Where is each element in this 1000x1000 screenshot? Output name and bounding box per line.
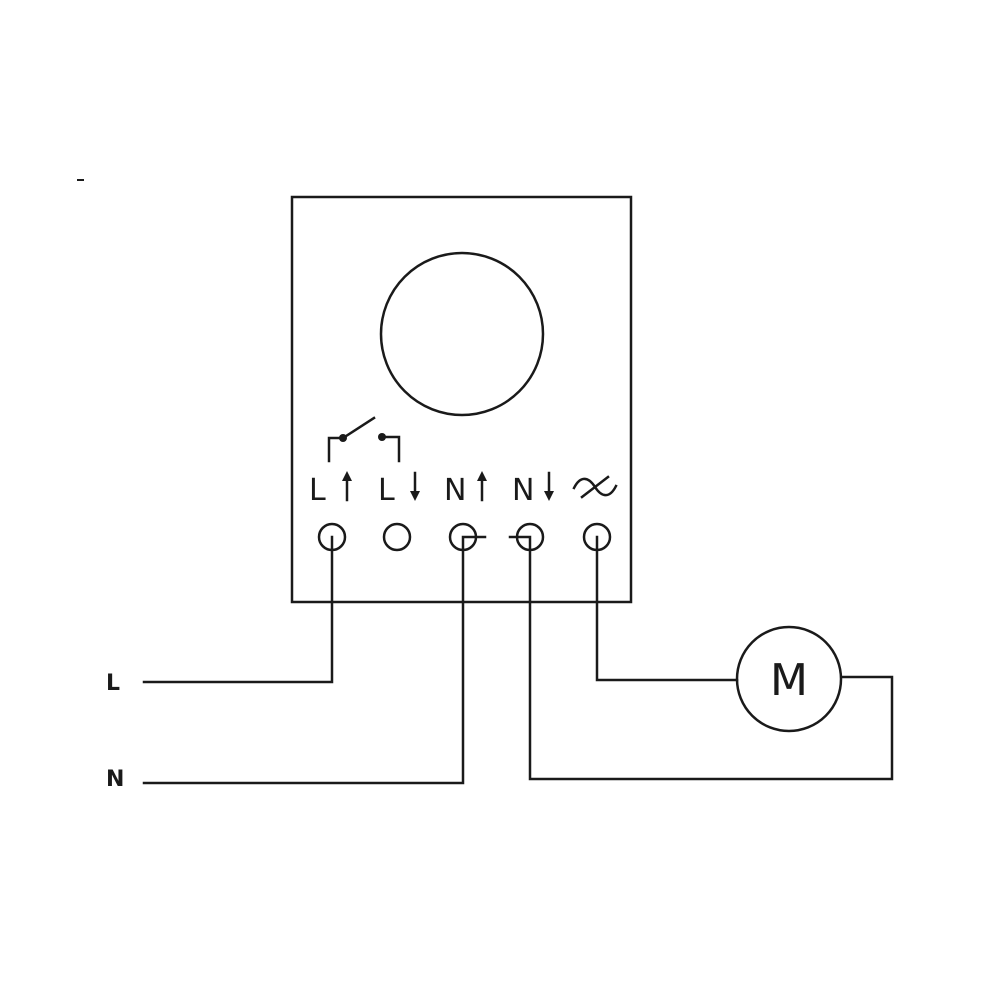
terminal-label-2: L (378, 471, 420, 508)
svg-text:L: L (378, 473, 395, 508)
wire-neutral (142, 535, 487, 785)
switch-contact-icon (327, 416, 401, 463)
alternating-current-icon (572, 475, 618, 499)
line-label: L (106, 671, 120, 696)
terminal-screw-icon (382, 522, 412, 552)
terminal-label-4: N (512, 471, 554, 508)
motor: M (735, 625, 843, 733)
svg-text:N: N (444, 473, 466, 508)
neutral-label: N (106, 767, 124, 792)
arrow-up-icon (342, 471, 352, 502)
terminal-label-1: L (309, 471, 352, 508)
wire-motor-return (508, 535, 894, 781)
dial-icon (379, 251, 545, 417)
terminal-label-5 (572, 475, 618, 499)
motor-symbol (735, 625, 843, 733)
motor-label: M (770, 655, 808, 706)
arrow-down-icon (544, 471, 554, 501)
arrow-down-icon (410, 471, 420, 501)
wiring (142, 535, 894, 785)
control-device: L L N N (290, 195, 633, 604)
wire-line (142, 535, 334, 684)
terminal-label-3: N (444, 471, 487, 508)
svg-text:N: N (512, 473, 534, 508)
wire-motor-feed (595, 535, 739, 682)
svg-text:L: L (309, 473, 326, 508)
arrow-up-icon (477, 471, 487, 502)
device-housing (290, 195, 633, 604)
